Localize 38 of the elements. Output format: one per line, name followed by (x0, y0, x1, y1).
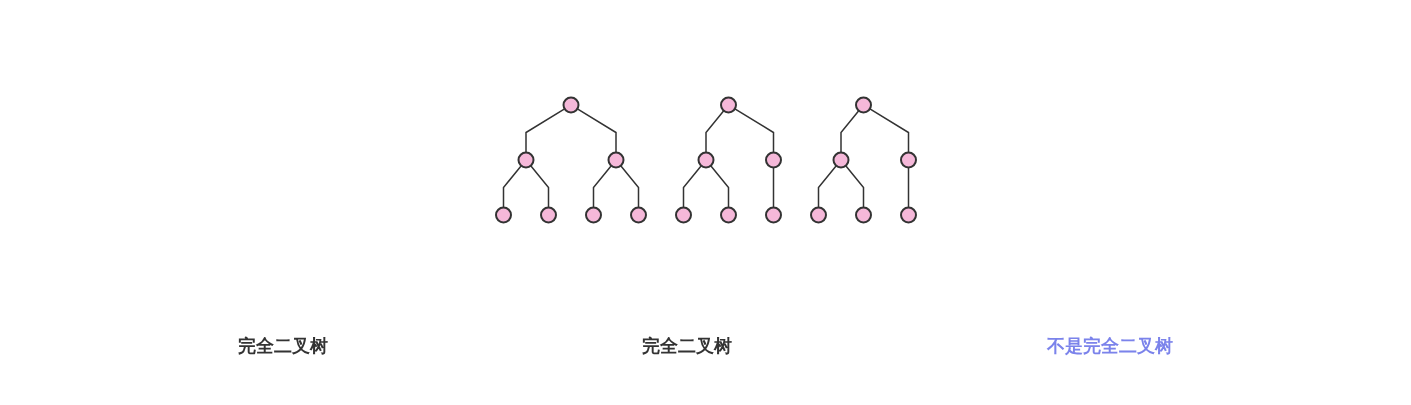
node-circle (719, 206, 737, 224)
connector (868, 108, 909, 154)
connector (682, 165, 702, 209)
node-circle (584, 206, 602, 224)
connector (524, 108, 565, 154)
node-circle (809, 206, 827, 224)
connector (844, 165, 864, 209)
node-circle (697, 151, 714, 169)
connector (839, 110, 859, 154)
connector (817, 165, 837, 209)
node-circle (607, 151, 624, 169)
connector (772, 166, 774, 209)
connector (576, 108, 617, 154)
node-circle (764, 151, 782, 169)
node-circle (854, 206, 872, 224)
node-circle (562, 96, 579, 114)
connector (619, 165, 639, 209)
node-circle (899, 151, 917, 169)
connector (709, 165, 729, 209)
connector (704, 110, 724, 154)
connector (502, 165, 522, 209)
node-circle (539, 206, 557, 224)
node-circle (832, 151, 849, 169)
caption-text: 完全二叉树 (237, 335, 328, 358)
node-circle (764, 206, 782, 224)
connector (592, 165, 612, 209)
connector (733, 108, 774, 154)
node-circle (517, 151, 534, 169)
node-circle (494, 206, 512, 224)
node-circle (899, 206, 917, 224)
caption-text: 完全二叉树 (642, 335, 733, 358)
node-circle (854, 96, 872, 114)
node-circle (674, 206, 692, 224)
connector (907, 166, 909, 209)
caption-text: 不是完全二叉树 (1047, 335, 1174, 358)
connector (529, 165, 549, 209)
node-circle (719, 96, 737, 114)
node-circle (629, 206, 647, 224)
